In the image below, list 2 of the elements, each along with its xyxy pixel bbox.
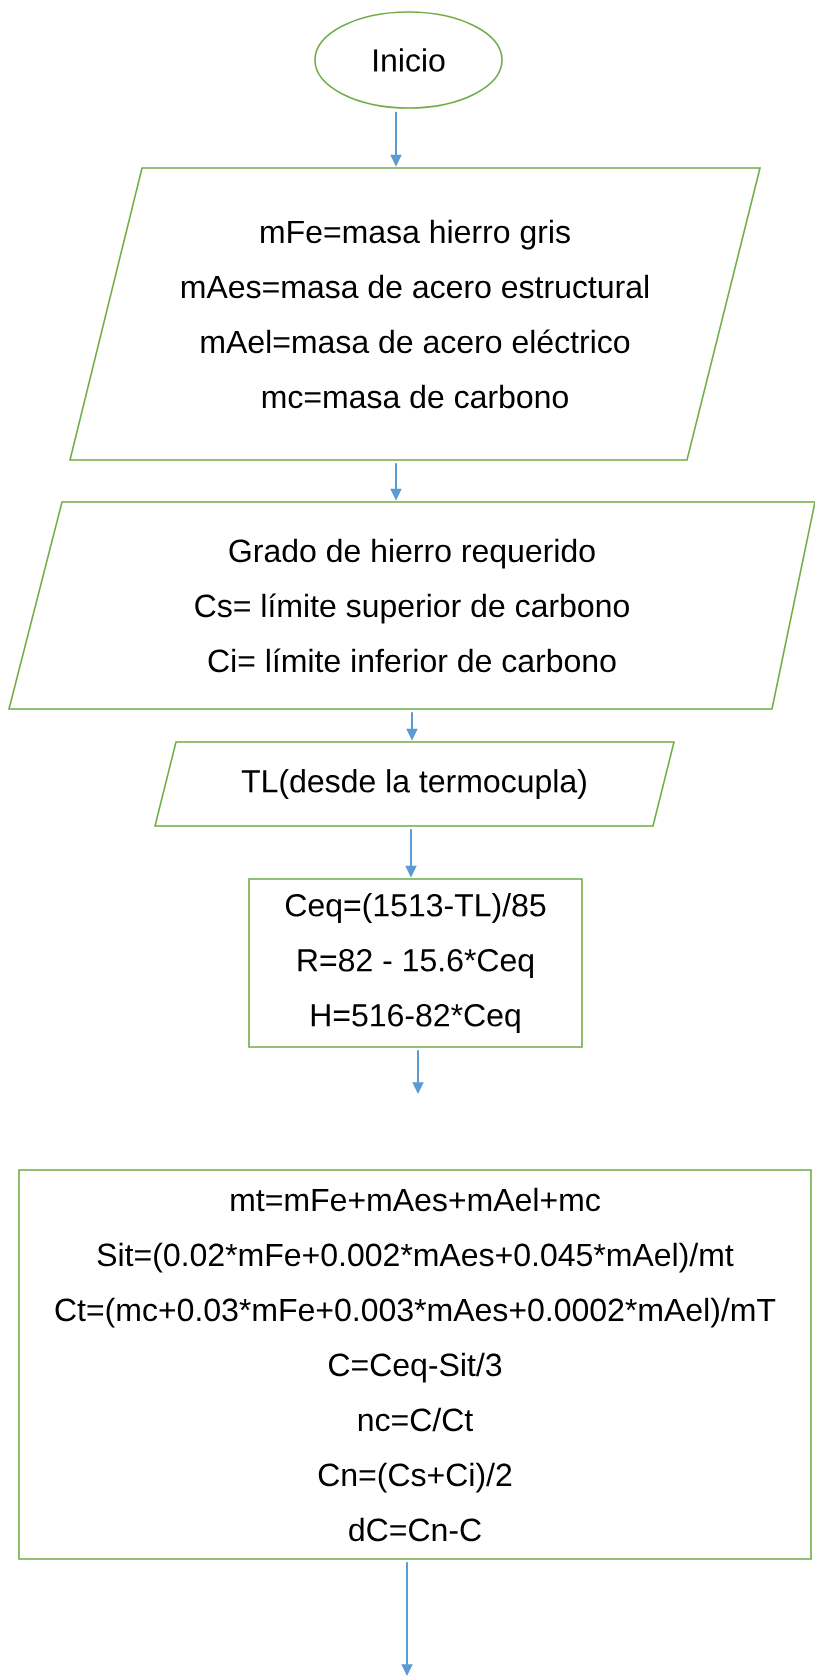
process-box: Ceq=(1513-TL)/85 R=82 - 15.6*Ceq H=516-82*Ceq — [248, 878, 583, 1048]
process-box: mt=mFe+mAes+mAel+mc Sit=(0.02*mFe+0.002*mAes+0.045*mAel)/mt Ct=(mc+0.03*mFe+0.003*mAes+0.0002*mAel)/mT C=Ceq-Sit/3 nc=C/Ct Cn=(Cs+Ci)/2 dC=Cn-C — [18, 1169, 812, 1560]
